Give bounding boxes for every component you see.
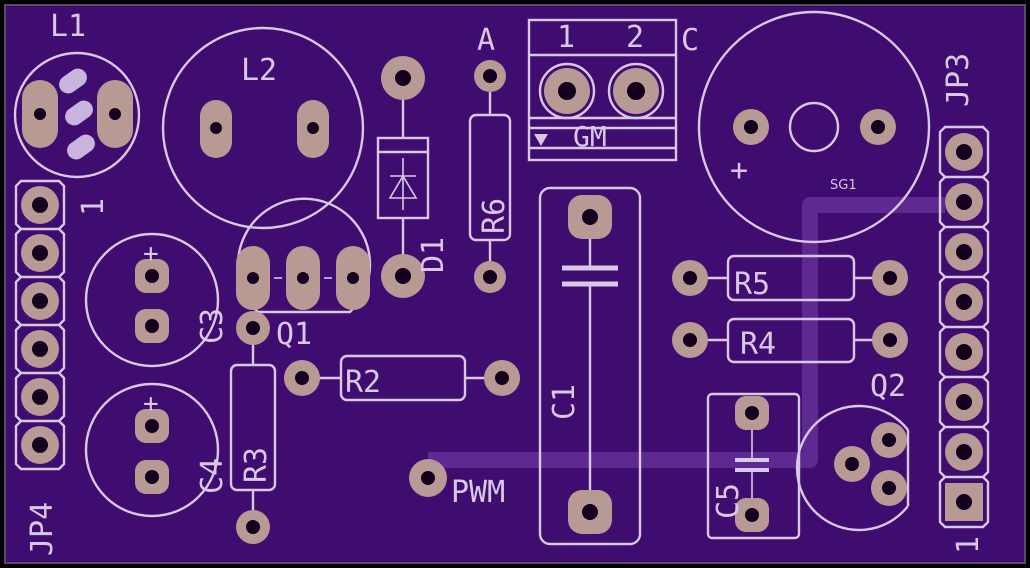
label-l1: L1: [50, 9, 86, 44]
capacitor-c5[interactable]: C5: [706, 392, 801, 540]
label-jp3: JP3: [941, 53, 976, 107]
capacitor-c4[interactable]: + C4: [84, 382, 230, 518]
resistor-r2[interactable]: R2: [284, 354, 520, 402]
capacitor-c3[interactable]: + C3: [84, 232, 230, 368]
header-pin-drill: [956, 194, 972, 210]
label-c: C: [681, 23, 699, 58]
label-r4: R4: [740, 327, 776, 362]
label-r2: R2: [345, 365, 381, 400]
header-pin-drill: [956, 294, 972, 310]
label-c3-plus: +: [143, 239, 159, 269]
label-term-2: 2: [626, 20, 644, 55]
header-pin-drill: [32, 293, 48, 309]
header-pin-drill: [32, 245, 48, 261]
pad-pwm[interactable]: PWM: [409, 459, 505, 510]
buzzer-sg1[interactable]: + SG1: [697, 10, 931, 244]
transistor-q1[interactable]: Q1: [236, 197, 372, 352]
header-pin-drill: [956, 244, 972, 260]
label-c4: C4: [195, 458, 230, 494]
label-term-1: 1: [557, 20, 575, 55]
header-pin-drill: [956, 344, 972, 360]
label-sg1: SG1: [830, 178, 857, 193]
label-c1: C1: [547, 384, 582, 420]
inductor-l1[interactable]: L1: [13, 9, 141, 179]
label-l2: L2: [241, 53, 277, 88]
header-pin-drill: [32, 341, 48, 357]
label-c3: C3: [195, 308, 230, 344]
header-pin-drill: [32, 389, 48, 405]
header-pin-drill: [32, 197, 48, 213]
label-q2: Q2: [870, 369, 906, 404]
label-c5: C5: [711, 483, 746, 519]
header-pin-drill: [956, 494, 972, 510]
inductor-l2[interactable]: L2: [161, 26, 365, 230]
header-pin-drill: [956, 394, 972, 410]
trace-pwm: [428, 197, 945, 468]
label-jp3-pin1: 1: [951, 536, 986, 554]
label-gm: GM: [573, 120, 607, 153]
resistor-r6[interactable]: R6 A: [468, 23, 512, 293]
label-c4-plus: +: [143, 389, 159, 419]
header-jp4[interactable]: JP4 1: [14, 179, 111, 556]
terminal-block-gm[interactable]: 1 2 GM C: [527, 18, 699, 162]
header-pin-drill: [956, 144, 972, 160]
label-d1: D1: [416, 237, 451, 273]
diode-d1[interactable]: D1: [376, 56, 451, 298]
label-r5: R5: [734, 267, 770, 302]
resistor-r3[interactable]: R3: [229, 311, 277, 544]
transistor-q2[interactable]: Q2: [795, 369, 910, 532]
header-pin-drill: [956, 444, 972, 460]
label-jp4-pin1: 1: [76, 198, 111, 216]
label-pwm: PWM: [451, 475, 505, 510]
label-sg1-plus: +: [730, 153, 748, 188]
header-pin-drill: [32, 437, 48, 453]
resistor-r5[interactable]: R5: [672, 254, 908, 302]
header-jp3[interactable]: JP3 1: [938, 53, 990, 554]
label-a: A: [477, 23, 495, 58]
label-r6: R6: [477, 198, 512, 234]
label-jp4: JP4: [25, 502, 60, 556]
resistor-r4[interactable]: R4: [672, 317, 908, 364]
capacitor-c1[interactable]: C1: [538, 186, 642, 546]
label-q1: Q1: [276, 317, 312, 352]
label-r3: R3: [239, 447, 274, 483]
